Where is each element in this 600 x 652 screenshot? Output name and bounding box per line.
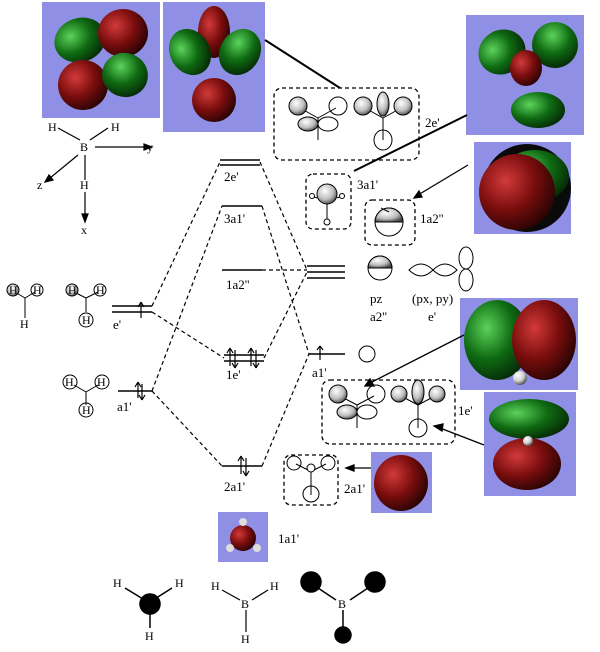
h-fragment-sketch-b — [65, 283, 107, 328]
label-1e-sketch: 1e' — [458, 403, 473, 418]
label-1a2pp-level: 1a2'' — [226, 277, 250, 292]
frag-a-h2: H — [33, 283, 42, 297]
electron-arrows — [134, 301, 324, 477]
mol-bh3-h3: H — [241, 632, 250, 646]
orbital-render-2e-c — [466, 15, 584, 135]
axis-label-z: z — [37, 178, 43, 192]
label-2e-sketch: 2e' — [425, 115, 440, 130]
mol-h3-h1: H — [113, 576, 122, 590]
frag-c-h1: H — [65, 375, 74, 389]
sketch-2a1 — [286, 455, 336, 503]
label-3a1-level: 3a1' — [224, 211, 246, 226]
coordinate-system — [43, 127, 154, 224]
label-1e-level: 1e' — [226, 367, 241, 382]
sketch-b-s — [358, 345, 376, 363]
sketch-1e-b — [390, 379, 446, 438]
axis-label-x: x — [81, 223, 87, 237]
correlation-lines — [151, 161, 310, 467]
mol-bh3-b: B — [241, 597, 250, 611]
label-2e-level: 2e' — [224, 169, 239, 184]
coord-atom-h1: H — [48, 120, 57, 134]
label-h3-eprime: e' — [113, 317, 122, 332]
label-2a1-level: 2a1' — [224, 479, 246, 494]
label-b-pxpy: (px, py) — [412, 291, 454, 306]
molecule-b-orbitals — [300, 571, 386, 644]
label-b-pz: pz — [370, 291, 383, 306]
mol-b-b: B — [338, 597, 347, 611]
mol-bh3-h1: H — [211, 579, 220, 593]
orbital-render-2e-b — [163, 2, 265, 132]
orbital-render-1e-a — [460, 298, 578, 390]
sketch-b-py — [458, 246, 474, 292]
coord-atom-b: B — [80, 140, 89, 154]
sketch-b-pz — [367, 255, 393, 281]
frag-c-h3: H — [82, 403, 91, 417]
h-fragment-sketch-c — [62, 374, 110, 418]
orbital-render-2a1 — [371, 452, 432, 513]
sketch-2e-a — [288, 96, 348, 140]
sketch-b-px — [408, 263, 458, 277]
sketch-3a1 — [309, 183, 345, 226]
label-1a2pp-sketch: 1a2'' — [420, 211, 444, 226]
orbital-render-1e-b — [484, 392, 576, 496]
orbital-render-2e-a — [42, 2, 160, 118]
axis-label-y: y — [147, 140, 153, 154]
mol-h3-h3: H — [145, 629, 154, 643]
label-b-a1prime: a1' — [312, 365, 327, 380]
orbital-render-1a1 — [218, 512, 268, 562]
h-fragment-sketch-a — [6, 283, 44, 318]
label-h3-a1prime: a1' — [117, 399, 132, 414]
energy-levels — [112, 159, 345, 467]
label-2a1-sketch: 2a1' — [344, 481, 366, 496]
molecule-h3 — [124, 587, 173, 628]
sketch-1e-a — [328, 384, 386, 428]
molecule-bh3 — [221, 589, 269, 632]
label-1a1: 1a1' — [278, 531, 300, 546]
sketch-1a2pp — [374, 207, 404, 237]
connector-lines — [264, 39, 468, 172]
frag-a-h1: H — [9, 283, 18, 297]
mol-h3-h2: H — [175, 576, 184, 590]
frag-c-h2: H — [97, 375, 106, 389]
mol-bh3-h2: H — [270, 579, 279, 593]
frag-a-h3: H — [20, 317, 29, 331]
coord-atom-h3: H — [80, 178, 89, 192]
frag-b-h3: H — [82, 313, 91, 327]
frag-b-h2: H — [96, 283, 105, 297]
label-b-eprime: e' — [428, 309, 437, 324]
label-b-a2pp: a2'' — [370, 309, 387, 324]
orbital-render-1a2pp — [474, 142, 571, 234]
frag-b-h1: H — [68, 283, 77, 297]
dashed-boxes — [273, 87, 456, 506]
coord-atom-h2: H — [111, 120, 120, 134]
sketch-2e-b — [353, 91, 413, 151]
arrows — [344, 164, 485, 472]
label-3a1-sketch: 3a1' — [357, 177, 379, 192]
